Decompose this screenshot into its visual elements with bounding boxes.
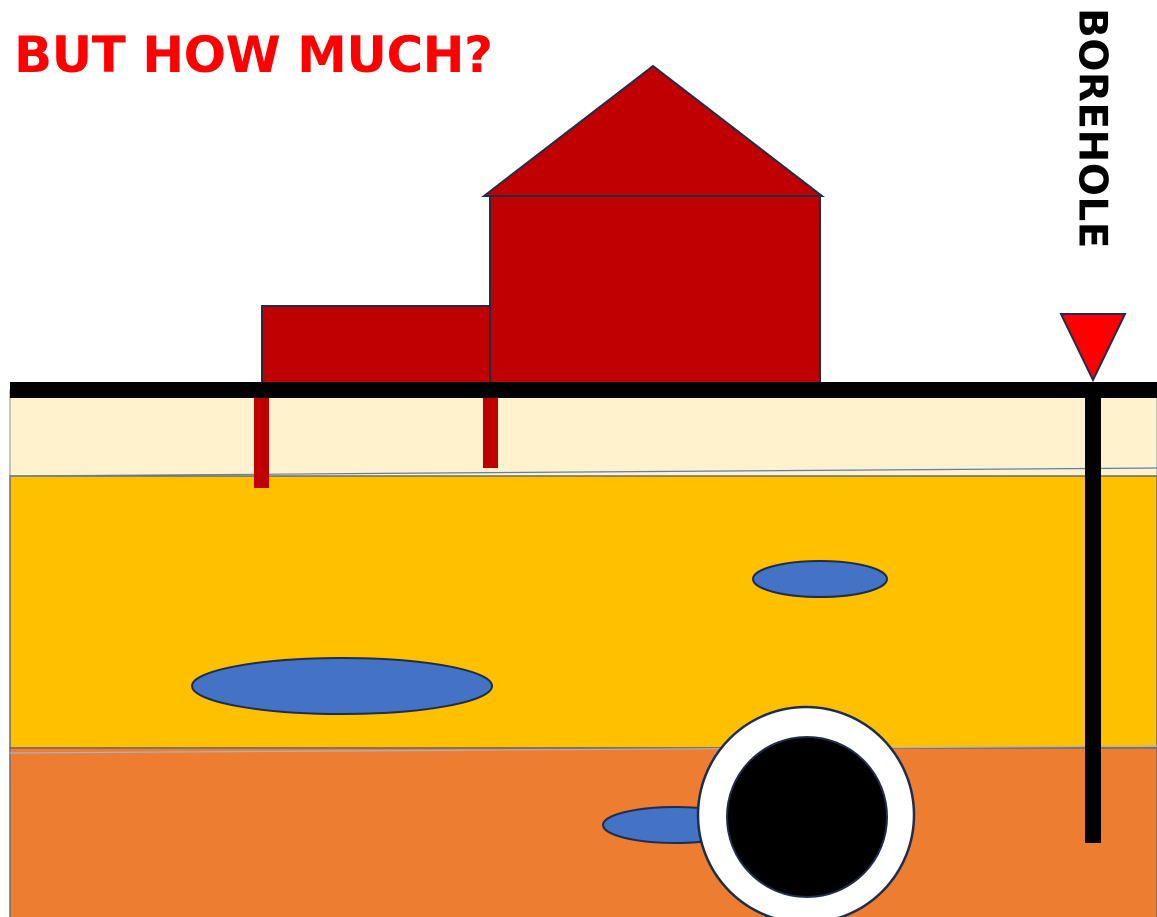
- tunnel-cross-section-icon: [698, 707, 914, 917]
- foundation-pile: [254, 392, 269, 488]
- clay-layer: [10, 748, 1157, 917]
- sand-layer: [10, 476, 1157, 748]
- diagram-title: BUT HOW MUCH?: [14, 30, 493, 80]
- building-main: [490, 196, 820, 388]
- water-pocket: [753, 561, 887, 597]
- water-pocket: [192, 658, 492, 714]
- down-triangle-marker-icon: [1061, 314, 1125, 380]
- topsoil-layer: [10, 390, 1157, 476]
- foundation-pile: [483, 392, 498, 468]
- borehole-shaft: [1085, 390, 1101, 843]
- building: [262, 66, 822, 388]
- borehole-label: BOREHOLE: [1073, 8, 1112, 249]
- building-annex: [262, 306, 492, 388]
- building-roof: [484, 66, 822, 196]
- ground-surface-line: [10, 382, 1157, 398]
